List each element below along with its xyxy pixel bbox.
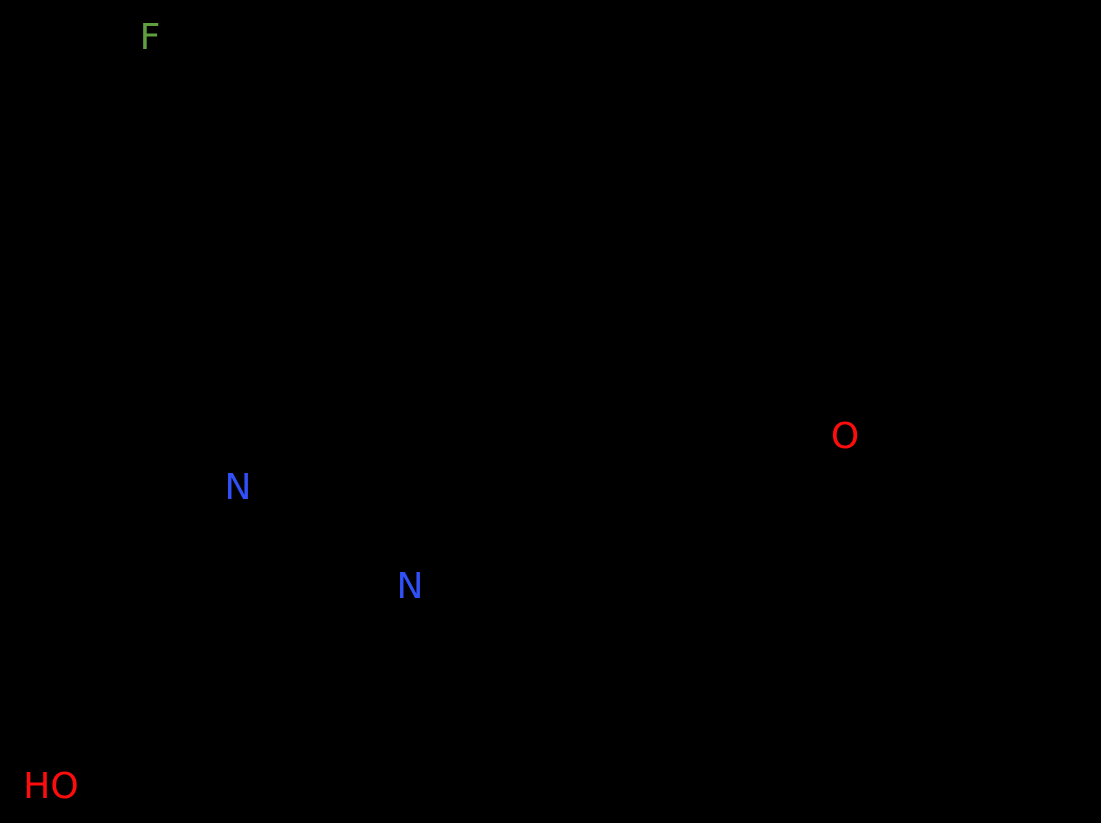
- fluorine-atom-label: F: [139, 17, 161, 58]
- hydroxyl-group-label: HO: [23, 766, 79, 807]
- nitrogen-atom-label-1: N: [224, 467, 252, 508]
- oxygen-ether-atom-label: O: [830, 416, 860, 457]
- nitrogen-atom-label-2: N: [396, 566, 424, 607]
